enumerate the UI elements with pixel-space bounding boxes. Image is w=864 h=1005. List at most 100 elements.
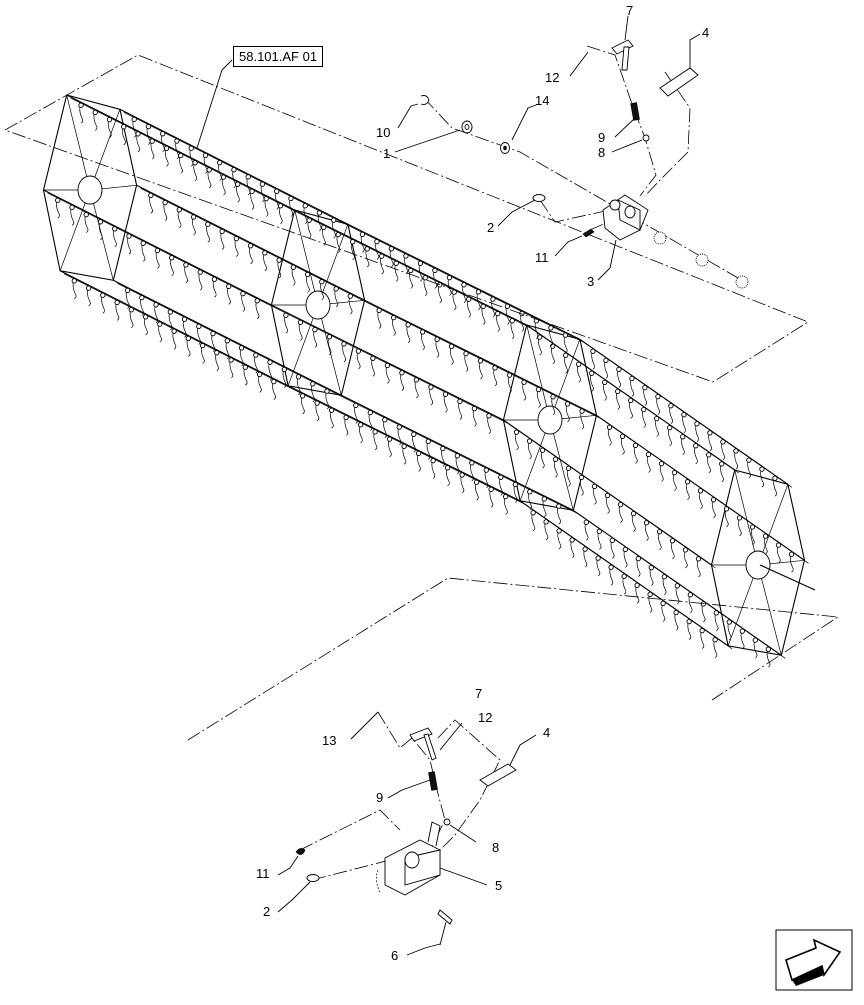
callout-12-upper: 12 (545, 70, 559, 85)
next-page-arrow-icon[interactable] (775, 929, 853, 991)
tine-coil (446, 274, 453, 281)
tine-coil (684, 479, 691, 485)
tine-coil (153, 302, 159, 308)
tine-coil (347, 293, 353, 299)
tine-coil (304, 271, 311, 278)
tine-coil (541, 496, 547, 502)
callout-7-lower: 7 (475, 686, 482, 701)
tine-coil (512, 481, 518, 488)
tine-coil (693, 443, 699, 449)
spider-arm (317, 224, 349, 306)
spider-arm (526, 324, 551, 421)
tine-coil (641, 406, 647, 413)
tine-coil (242, 364, 248, 370)
reel-tube-4 (59, 270, 729, 647)
tine-coil (405, 322, 411, 328)
spider-arm (549, 419, 574, 511)
tine-coil (504, 303, 511, 309)
spider-arm (294, 209, 319, 306)
part-11-upper (582, 228, 595, 238)
tine-coil (602, 379, 608, 386)
tine-coil (647, 591, 653, 598)
callout-13-lower: 13 (322, 733, 336, 748)
part-3-upper (602, 194, 649, 241)
part-4-upper (659, 67, 699, 97)
tine-coil (321, 224, 327, 231)
tine-coil (713, 610, 719, 616)
tine-coil (563, 352, 569, 358)
tine-coil (502, 493, 509, 500)
spider-arm (89, 109, 121, 191)
spider-arm (66, 94, 91, 191)
tine-coil (461, 282, 467, 288)
tine-coil (578, 474, 585, 481)
tine-coil (550, 394, 556, 400)
tine-coil (399, 370, 405, 376)
part-8-upper (642, 134, 650, 142)
tine-coil (661, 574, 667, 580)
tine-coil (140, 240, 146, 246)
tine-coil (306, 217, 312, 223)
tine-coil (591, 483, 598, 490)
spider-arm (734, 469, 759, 566)
tine-coil (442, 391, 449, 397)
tine-coil (642, 384, 648, 391)
tine-coil (353, 402, 359, 409)
tine-coil (463, 350, 469, 357)
callout-4-upper: 4 (702, 25, 709, 40)
tine-coil (217, 159, 223, 166)
tine-coil (192, 160, 198, 166)
tine-coil (163, 145, 170, 151)
tine-coil (772, 475, 778, 481)
part-4-lower (479, 763, 517, 787)
callout-14-upper: 14 (535, 93, 549, 108)
tine-coil (590, 348, 596, 354)
tine-coil (419, 329, 426, 335)
callout-11-lower: 11 (256, 866, 270, 881)
tine-coil (645, 451, 652, 458)
tine-coil (83, 211, 89, 218)
reel-hub (537, 405, 563, 435)
tine-coil (401, 443, 407, 449)
tine-coil (245, 174, 251, 180)
reel-hub (745, 550, 771, 580)
tine-coil (202, 152, 209, 159)
reel-frame-drawing (42, 94, 816, 668)
tine-coil (673, 609, 679, 616)
tine-coil (290, 264, 296, 270)
tine-coil (548, 325, 554, 331)
tine-coil (162, 199, 168, 206)
tine-coil (254, 298, 260, 304)
upper-assembly-outline (4, 54, 809, 383)
tine-coil (333, 286, 339, 292)
reel-hub (77, 175, 103, 205)
reel-tube-edge-1 (123, 111, 793, 488)
tine-coil (492, 365, 498, 371)
tine-coil (274, 188, 280, 194)
tine-coil (680, 434, 686, 440)
spider-arm (549, 339, 581, 421)
tine-coil (297, 319, 304, 326)
tine-coil (595, 555, 601, 561)
tine-coil (444, 465, 451, 471)
tine-coil (552, 456, 559, 462)
tine-coil (643, 520, 650, 526)
reel-tube-edge-4 (63, 273, 733, 650)
tine-coil (749, 524, 756, 530)
tine-coil (178, 152, 184, 159)
tine-coil (629, 375, 635, 382)
tine-coil (589, 370, 595, 376)
tine-coil (603, 357, 609, 364)
tine-coil (376, 307, 382, 314)
reference-label-box[interactable]: 58.101.AF 01 (233, 46, 324, 67)
spider-arm (519, 419, 551, 501)
tine-coil (457, 398, 463, 405)
tine-coil (174, 138, 180, 144)
part-11-lower (295, 848, 306, 855)
callout-labels: 7 4 12 14 10 1 9 8 2 11 3 7 13 12 4 9 8 … (256, 3, 709, 963)
tine-coil (775, 542, 782, 548)
tine-coil (121, 124, 127, 130)
tine-coil (157, 321, 163, 327)
tine-coil (658, 460, 665, 467)
tine-coil (142, 314, 149, 320)
